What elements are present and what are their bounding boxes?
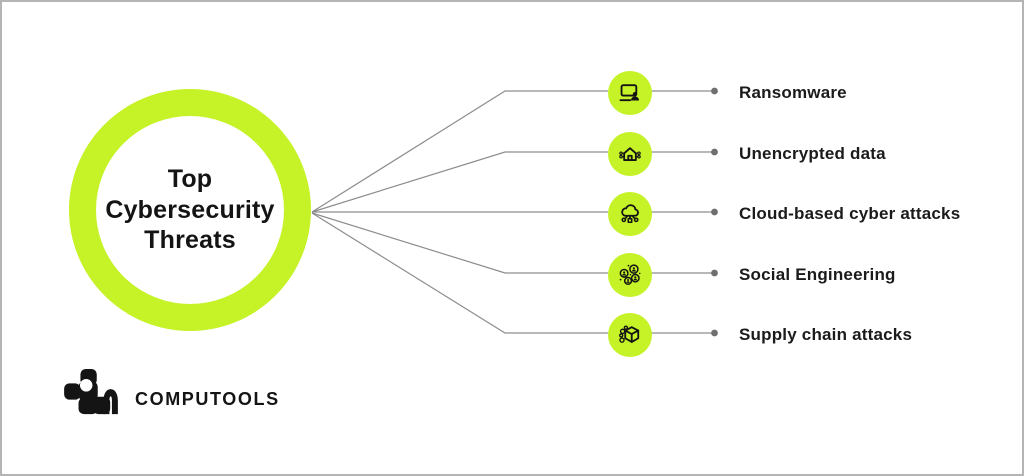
threat-row-unencrypted-data: Unencrypted data: [2, 132, 1022, 176]
threat-label: Cloud-based cyber attacks: [739, 204, 961, 223]
computer-user-icon: [619, 84, 639, 102]
threat-label: Unencrypted data: [739, 144, 886, 163]
threat-row-social-engineering: Social Engineering: [2, 253, 1022, 297]
supply-chain-icon-badge: [608, 313, 652, 357]
threat-row-supply-chain: Supply chain attacks: [2, 313, 1022, 357]
cloud-network-icon: [621, 204, 639, 223]
social-engineering-icon-badge: [608, 253, 652, 297]
computools-logo-icon: [64, 368, 118, 416]
central-topic-title: Top Cybersecurity Threats: [105, 164, 274, 256]
title-line-2: Cybersecurity: [105, 195, 275, 224]
threat-label: Social Engineering: [739, 265, 896, 284]
people-network-icon: [619, 264, 641, 285]
brand-name: COMPUTOOLS: [135, 389, 280, 409]
threat-label: Supply chain attacks: [739, 325, 913, 344]
package-chain-icon: [619, 325, 640, 343]
ransomware-icon-badge: [608, 71, 652, 115]
cloud-attacks-icon-badge: [608, 192, 652, 236]
title-line-3: Threats: [144, 226, 236, 255]
brand-footer: COMPUTOOLS: [64, 368, 280, 416]
title-line-1: Top: [167, 165, 213, 194]
threat-row-cloud-attacks: Cloud-based cyber attacks: [2, 192, 1022, 236]
connected-home-icon: [619, 147, 641, 161]
unencrypted-data-icon-badge: [608, 132, 652, 176]
threat-label: Ransomware: [739, 83, 847, 102]
threat-row-ransomware: Ransomware: [2, 71, 1022, 115]
